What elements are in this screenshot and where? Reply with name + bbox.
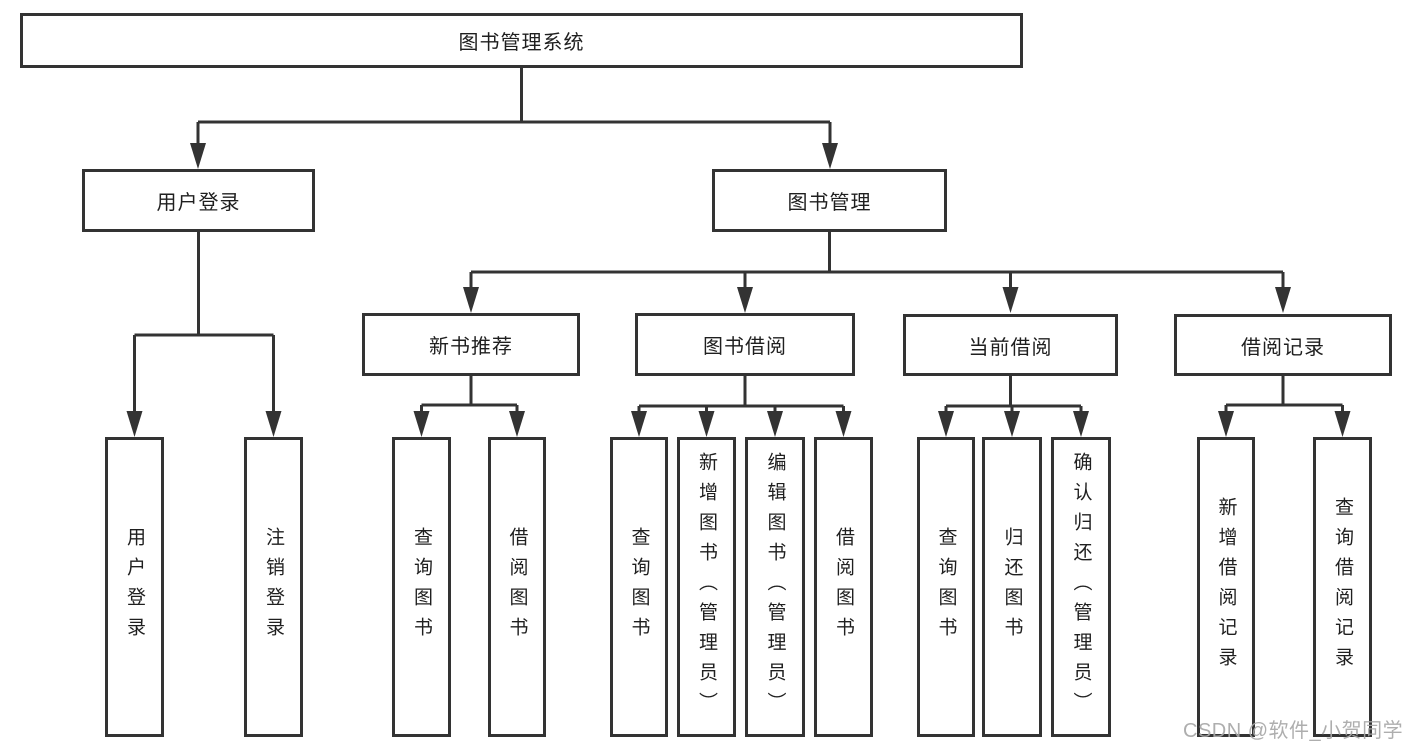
arrowhead-icon [190, 143, 206, 169]
leaf-edit-book-admin-label: 编辑图书（管理员） [764, 452, 786, 722]
arrowhead-icon [509, 411, 525, 437]
node-book-management: 图书管理 [712, 169, 947, 232]
arrowhead-icon [835, 411, 852, 437]
connector-root-to-level2 [190, 68, 838, 169]
leaf-add-book-admin: 新增图书（管理员） [677, 437, 736, 737]
node-book-management-label: 图书管理 [787, 192, 872, 214]
arrowhead-icon [698, 411, 715, 437]
node-current-borrowing: 当前借阅 [903, 314, 1118, 376]
leaf-add-borrow-record-label: 新增借阅记录 [1215, 497, 1237, 677]
arrowhead-icon [822, 143, 838, 169]
leaf-user-login: 用户登录 [105, 437, 164, 737]
node-current-borrowing-label: 当前借阅 [968, 336, 1053, 359]
leaf-query-borrow-record-label: 查询借阅记录 [1332, 497, 1353, 677]
leaf-query-books-1: 查询图书 [392, 437, 451, 737]
leaf-logout-label: 注销登录 [263, 527, 284, 647]
leaf-borrow-books-1: 借阅图书 [488, 437, 546, 737]
leaf-borrow-books-1-label: 借阅图书 [506, 527, 528, 647]
arrowhead-icon [737, 287, 753, 313]
leaf-query-books-2-label: 查询图书 [628, 527, 650, 647]
arrowhead-icon [413, 411, 430, 437]
node-borrowing-records: 借阅记录 [1174, 314, 1392, 376]
arrowhead-icon [1218, 411, 1234, 437]
connector-currentborrow-to-leaves [938, 376, 1089, 437]
leaf-confirm-return-admin-label: 确认归还（管理员） [1070, 452, 1092, 722]
arrowhead-icon [463, 287, 479, 313]
leaf-add-borrow-record: 新增借阅记录 [1197, 437, 1255, 737]
arrowhead-icon [1334, 411, 1351, 437]
connector-newbook-to-leaves [413, 376, 525, 437]
node-book-borrowing-label: 图书借阅 [703, 336, 787, 358]
leaf-query-books-1-label: 查询图书 [411, 527, 432, 647]
leaf-query-books-3-label: 查询图书 [935, 527, 957, 647]
arrowhead-icon [767, 411, 783, 437]
arrowhead-icon [938, 411, 954, 437]
node-user-login-label: 用户登录 [156, 192, 241, 214]
connector-bookborrow-to-leaves [631, 376, 852, 437]
leaf-add-book-admin-label: 新增图书（管理员） [696, 452, 717, 722]
arrowhead-icon [1004, 411, 1020, 437]
leaf-query-books-3: 查询图书 [917, 437, 975, 737]
arrowhead-icon [631, 411, 647, 437]
node-user-login: 用户登录 [82, 169, 315, 232]
node-book-borrowing: 图书借阅 [635, 313, 855, 376]
node-new-book-recommend-label: 新书推荐 [429, 336, 513, 358]
node-new-book-recommend: 新书推荐 [362, 313, 580, 376]
node-borrowing-records-label: 借阅记录 [1241, 336, 1325, 359]
leaf-borrow-books-2: 借阅图书 [814, 437, 873, 737]
arrowhead-icon [126, 411, 143, 437]
watermark: CSDN @软件_小贺同学 [1183, 720, 1404, 742]
arrowhead-icon [1073, 411, 1089, 437]
connector-records-to-leaves [1218, 376, 1351, 437]
leaf-edit-book-admin: 编辑图书（管理员） [745, 437, 805, 737]
node-library-system-label: 图书管理系统 [458, 32, 585, 54]
arrowhead-icon [1002, 287, 1019, 313]
leaf-query-borrow-record: 查询借阅记录 [1313, 437, 1372, 737]
leaf-logout: 注销登录 [244, 437, 303, 737]
leaf-user-login-label: 用户登录 [124, 527, 145, 647]
connector-userlogin-to-leaves [126, 232, 282, 437]
leaf-return-book-label: 归还图书 [1001, 527, 1023, 647]
leaf-query-books-2: 查询图书 [610, 437, 668, 737]
connector-bookmgmt-to-level3 [463, 232, 1291, 313]
leaf-confirm-return-admin: 确认归还（管理员） [1051, 437, 1111, 737]
arrowhead-icon [1275, 287, 1291, 313]
arrowhead-icon [265, 411, 282, 437]
leaf-borrow-books-2-label: 借阅图书 [833, 527, 854, 647]
node-library-system: 图书管理系统 [20, 13, 1023, 68]
leaf-return-book: 归还图书 [982, 437, 1042, 737]
